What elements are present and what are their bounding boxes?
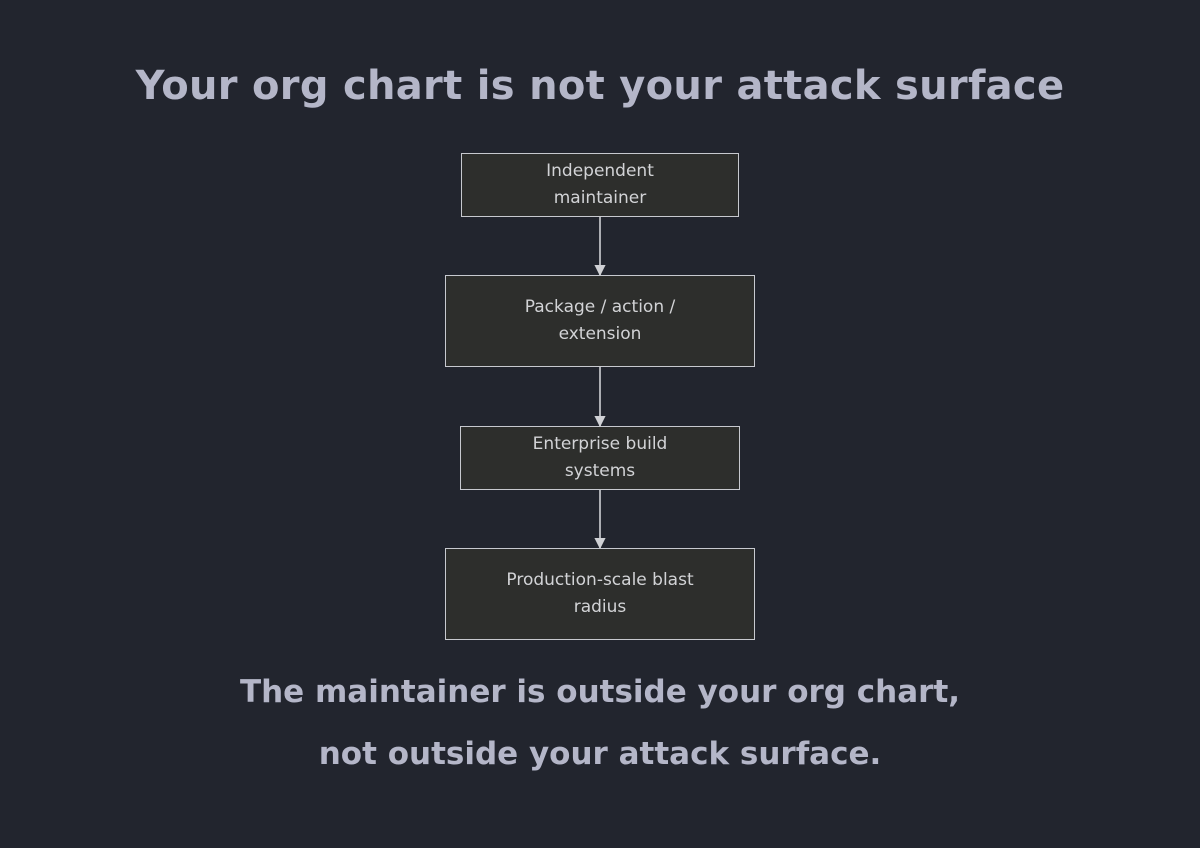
node-package-action-extension: Package / action / extension xyxy=(445,275,755,367)
node-independent-maintainer: Independent maintainer xyxy=(461,153,739,217)
node-production-blast-radius: Production-scale blast radius xyxy=(445,548,755,640)
node-enterprise-build-systems: Enterprise build systems xyxy=(460,426,740,490)
caption-line-2: not outside your attack surface. xyxy=(318,736,882,772)
caption-line-1: The maintainer is outside your org chart… xyxy=(239,674,961,710)
page-title: Your org chart is not your attack surfac… xyxy=(135,63,1065,109)
